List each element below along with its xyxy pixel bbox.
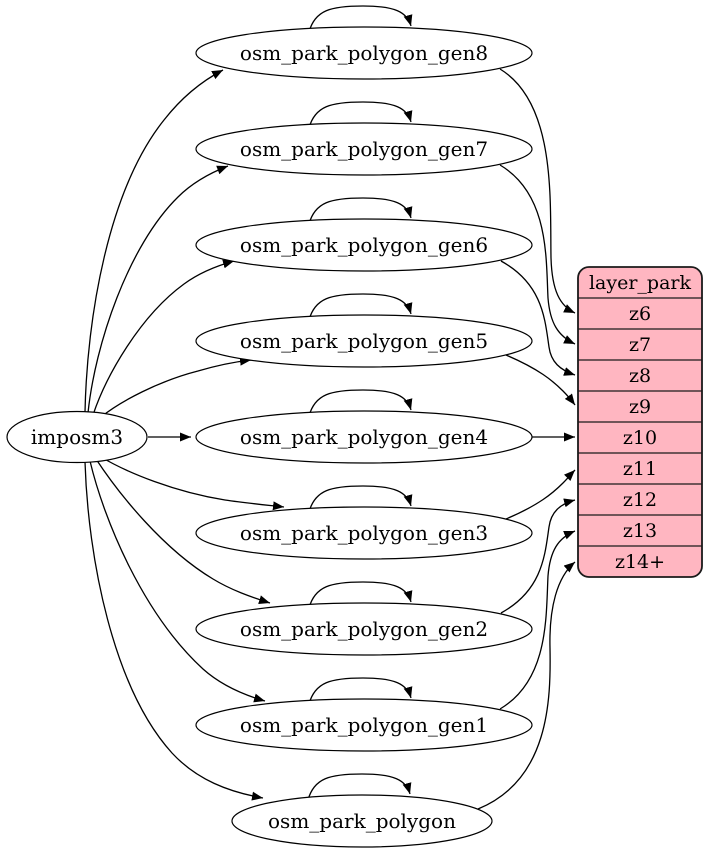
edge-gen5-to-z9 [505, 354, 576, 406]
node-ellipse [195, 410, 533, 464]
layer-row-z11: z11 [623, 458, 657, 480]
node-label: osm_park_polygon_gen6 [240, 233, 488, 257]
node-label: osm_park_polygon_gen8 [240, 41, 488, 65]
layer-row-z13: z13 [623, 520, 657, 542]
self-loop-gen2 [308, 581, 413, 609]
layer-row-z6: z6 [629, 303, 651, 325]
edge-gen6-to-z8 [500, 260, 576, 376]
node-osm-park-polygon-gen4: osm_park_polygon_gen4 [195, 410, 533, 464]
node-osm-park-polygon-gen1: osm_park_polygon_gen1 [195, 698, 533, 752]
edges-to-layer-table [477, 68, 576, 810]
edge-imposm3-to-gen8 [84, 69, 224, 413]
node-ellipse [195, 602, 533, 656]
edge-gen3-to-z11 [505, 469, 576, 520]
node-osm-park-polygon-gen3: osm_park_polygon_gen3 [195, 506, 533, 560]
edge-imposm3-to-polygon [84, 461, 264, 801]
node-osm-park-polygon-gen2: osm_park_polygon_gen2 [195, 602, 533, 656]
node-ellipse [195, 506, 533, 560]
edges-from-imposm3 [84, 69, 285, 801]
edge-gen2-to-z12 [500, 498, 576, 614]
node-osm-park-polygon-gen7: osm_park_polygon_gen7 [195, 122, 533, 176]
node-label: osm_park_polygon_gen2 [240, 617, 488, 641]
self-loop-gen1 [308, 677, 413, 705]
self-loop-gen3 [308, 485, 413, 513]
node-ellipse [195, 218, 533, 272]
node-ellipse [6, 410, 148, 464]
node-label: osm_park_polygon_gen4 [240, 425, 488, 449]
edge-gen1-to-z13 [499, 530, 576, 710]
node-ellipse [231, 794, 493, 848]
self-loop-gen8 [308, 5, 413, 33]
layer-park-header: layer_park [589, 272, 692, 294]
node-label: osm_park_polygon_gen3 [240, 521, 488, 545]
layer-row-z9: z9 [629, 396, 651, 418]
node-label: osm_park_polygon_gen1 [240, 713, 488, 737]
node-ellipse [195, 26, 533, 80]
layer-row-z14: z14+ [615, 551, 665, 573]
edge-imposm3-to-gen3 [100, 456, 285, 511]
edge-polygon-to-z14 [477, 561, 576, 810]
node-osm-park-polygon-gen6: osm_park_polygon_gen6 [195, 218, 533, 272]
edge-gen7-to-z7 [499, 164, 576, 345]
node-osm-park-polygon-gen8: osm_park_polygon_gen8 [195, 26, 533, 80]
node-label: osm_park_polygon [268, 809, 456, 833]
self-loop-gen6 [308, 197, 413, 225]
node-ellipse [195, 122, 533, 176]
edge-imposm3-to-gen1 [89, 460, 266, 703]
edge-imposm3-to-gen6 [92, 259, 235, 416]
layer-row-z10: z10 [623, 427, 657, 449]
layer-park-table: layer_park z6 z7 z8 z9 z10 z11 z12 z13 z… [577, 266, 703, 578]
node-osm-park-polygon-gen5: osm_park_polygon_gen5 [195, 314, 533, 368]
layer-row-z12: z12 [623, 489, 657, 511]
self-loop-edges [307, 5, 413, 801]
node-label: osm_park_polygon_gen7 [240, 137, 488, 161]
edge-gen8-to-z6 [499, 68, 576, 314]
node-label: osm_park_polygon_gen5 [240, 329, 488, 353]
edge-imposm3-to-gen2 [95, 458, 271, 604]
node-ellipse [195, 314, 533, 368]
layer-row-z8: z8 [629, 365, 651, 387]
layer-row-z7: z7 [629, 334, 651, 356]
node-ellipse [195, 698, 533, 752]
edge-imposm3-to-gen5 [100, 356, 252, 418]
node-osm-park-polygon: osm_park_polygon [231, 794, 493, 848]
self-loop-polygon [307, 773, 412, 801]
self-loop-gen5 [308, 293, 413, 321]
node-label: imposm3 [31, 425, 123, 449]
self-loop-gen7 [308, 101, 413, 129]
self-loop-gen4 [308, 389, 413, 417]
node-imposm3: imposm3 [6, 410, 148, 464]
edge-imposm3-to-gen7 [87, 165, 229, 414]
